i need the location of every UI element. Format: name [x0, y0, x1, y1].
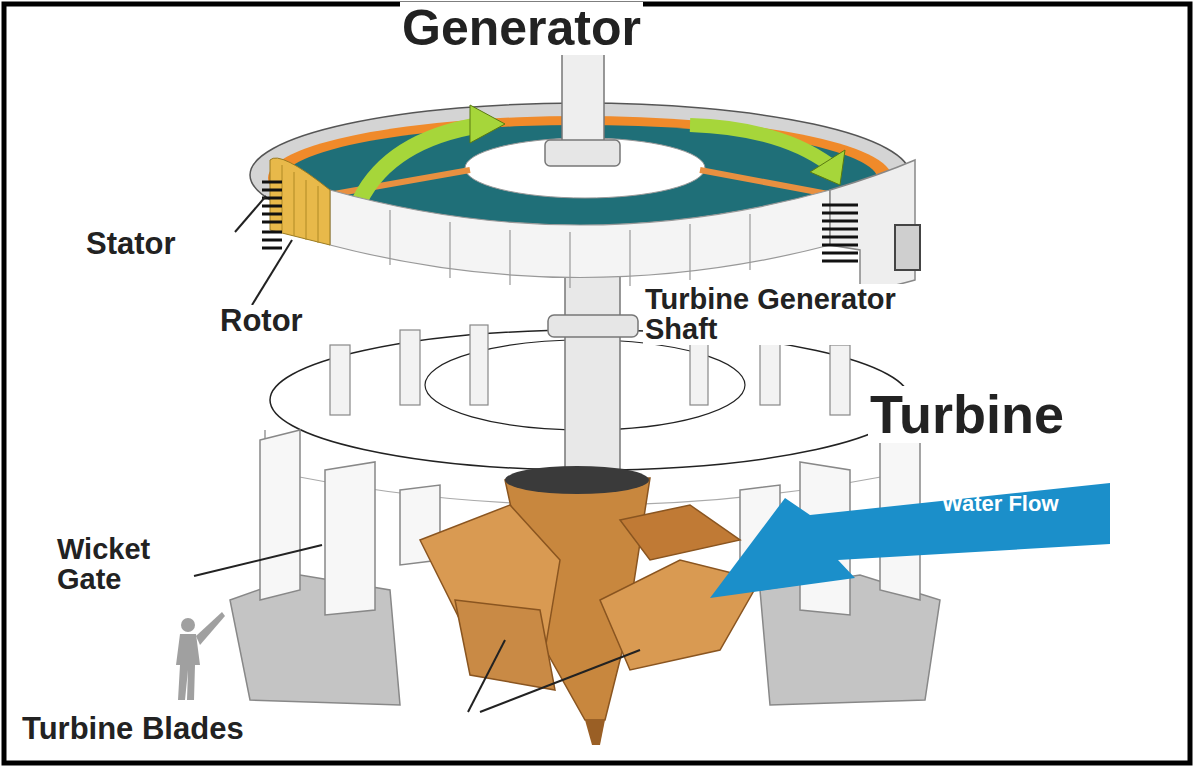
part-label: Stator [84, 228, 178, 261]
part-heading: Turbine [868, 386, 1066, 443]
part-label: Wicket Gate [55, 534, 184, 595]
part-label: Rotor [218, 305, 305, 338]
arrow-text: Water Flow [942, 492, 1082, 515]
part-heading: Generator [400, 2, 643, 55]
part-label: Turbine Blades [20, 713, 246, 746]
flow-arrow: Water Flow [700, 480, 1112, 602]
part-label: Turbine Generator Shaft [643, 284, 907, 345]
